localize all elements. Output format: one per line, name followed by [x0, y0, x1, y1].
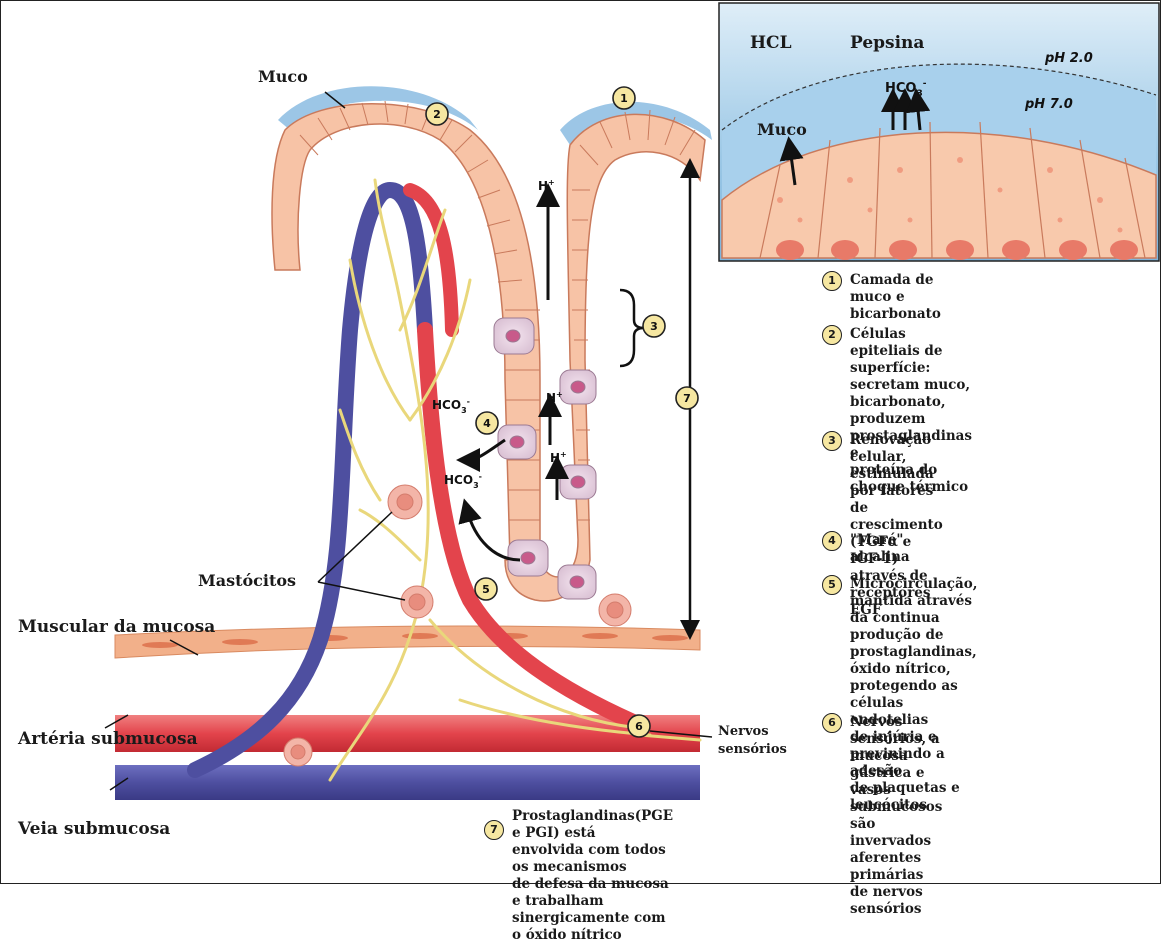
- gastric-mucosa-diagram: 2 1 3 4 5 6 7 Muco Mastócitos Muscular d…: [0, 0, 1163, 886]
- marker-6: 6: [635, 720, 643, 733]
- label-h-plus-top: H+: [538, 178, 555, 193]
- marker-3: 3: [650, 320, 658, 333]
- label-veia-submucosa: Veia submucosa: [17, 819, 170, 839]
- legend-text-4: "Maré" alcalina: [850, 532, 910, 566]
- legend-text-6: Nervos sensórios, a mucosa gástrica e va…: [850, 714, 942, 918]
- marker-5: 5: [482, 583, 490, 596]
- legend-text-7: Prostaglandinas(PGE e PGI) está envolvid…: [512, 808, 673, 944]
- legend-number-2: 2: [822, 325, 842, 345]
- inset-label-muco: Muco: [757, 120, 807, 139]
- inset-label-pepsina: Pepsina: [850, 33, 924, 53]
- marker-7: 7: [683, 392, 691, 405]
- label-muscular-mucosa: Muscular da mucosa: [18, 617, 215, 637]
- label-h-plus-low: H+: [550, 450, 567, 465]
- marker-1: 1: [620, 92, 628, 105]
- legend-text-1: Camada de muco e bicarbonato: [850, 272, 941, 323]
- legend-number-5: 5: [822, 575, 842, 595]
- label-mastocitos: Mastócitos: [198, 571, 296, 590]
- marker-4: 4: [483, 417, 491, 430]
- label-nervos: Nervos: [718, 724, 769, 739]
- label-muco: Muco: [258, 67, 308, 86]
- inset-label-ph-high: pH 7.0: [1024, 97, 1073, 112]
- renewal-brace: [620, 290, 644, 366]
- inset-label-hcl: HCL: [750, 33, 792, 53]
- legend-number-1: 1: [822, 271, 842, 291]
- legend-number-3: 3: [822, 431, 842, 451]
- marker-2: 2: [433, 108, 441, 121]
- legend-number-4: 4: [822, 531, 842, 551]
- label-h-plus-mid: H+: [546, 390, 563, 405]
- label-sensorios: sensórios: [718, 742, 787, 757]
- legend-number-6: 6: [822, 713, 842, 733]
- legend-number-7: 7: [484, 820, 504, 840]
- inset-label-ph-low: pH 2.0: [1044, 51, 1093, 66]
- label-arteria-submucosa: Artéria submucosa: [17, 729, 198, 749]
- label-hco3-lower: HCO3-: [444, 472, 482, 490]
